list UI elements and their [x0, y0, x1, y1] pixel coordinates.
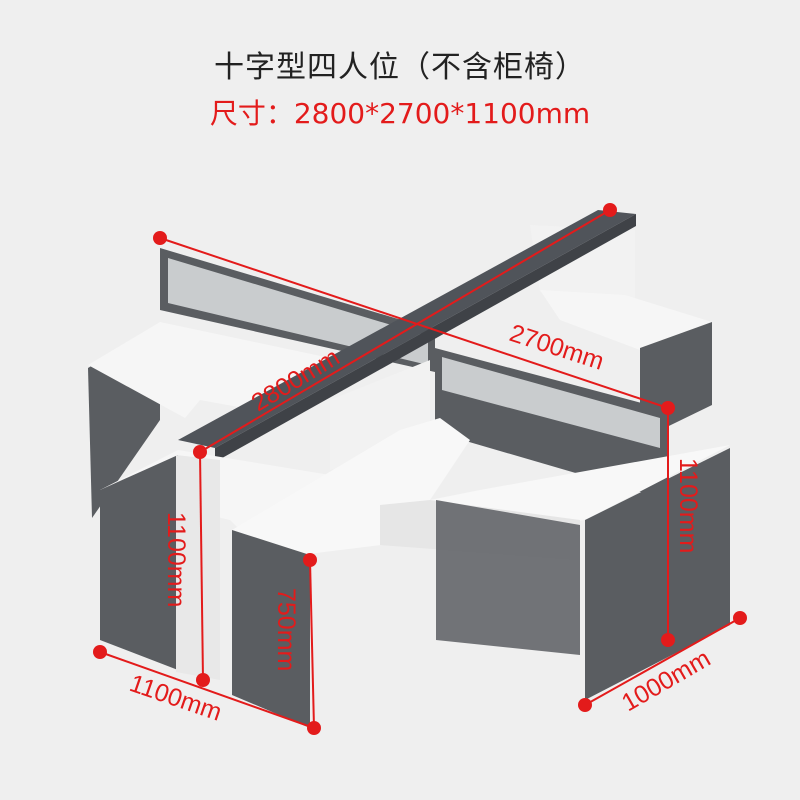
dimension-lines — [99, 209, 741, 729]
dim-1100-right: 1100mm — [674, 458, 702, 553]
dimension-dots — [93, 203, 747, 735]
back-right-desktop — [540, 290, 712, 350]
front-right-screen-glass — [442, 357, 660, 448]
modesty-panel — [436, 500, 580, 655]
product-title: 十字型四人位（不含柜椅） — [214, 50, 586, 85]
back-left-screen-glass — [168, 258, 428, 365]
front-right-desktop — [232, 418, 730, 555]
front-left-side-panel — [100, 455, 178, 670]
spine-beam-front — [215, 214, 636, 462]
size-text: 尺寸：2800*2700*1100mm — [209, 97, 591, 130]
dim-1100-left: 1100mm — [162, 512, 190, 607]
front-left-leg — [176, 455, 220, 680]
front-right-leg-right — [585, 448, 730, 700]
dim-750: 750mm — [272, 588, 300, 671]
front-right-leg-left — [232, 530, 310, 728]
